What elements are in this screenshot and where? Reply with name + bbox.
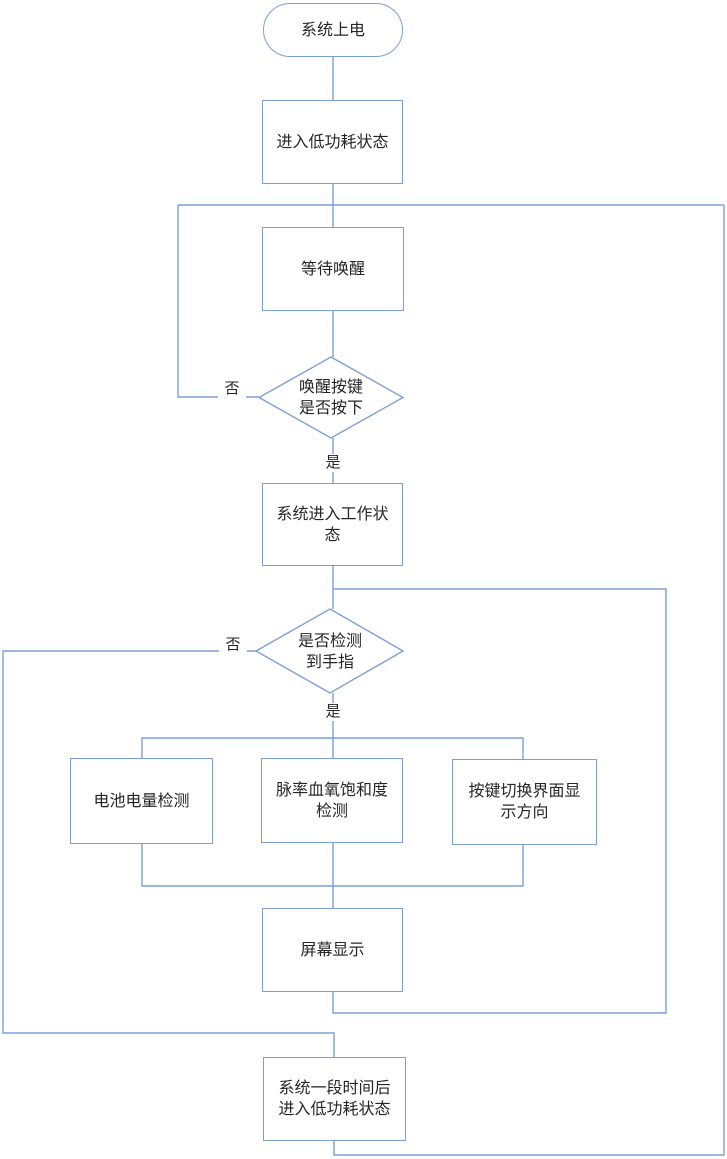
node-system-working-label: 系统进入工作状 态 <box>276 505 389 544</box>
node-battery-check-label: 电池电量检测 <box>93 792 190 810</box>
node-screen-display-label: 屏幕显示 <box>300 941 365 959</box>
node-pulse-spo2-check: 脉率血氧饱和度 检测 <box>261 758 403 843</box>
decision-wakeup-key-shape <box>257 356 405 439</box>
node-low-power-after-time-label: 系统一段时间后 进入低功耗状态 <box>278 1080 391 1118</box>
node-enter-low-power: 进入低功耗状态 <box>262 100 403 184</box>
node-start: 系统上电 <box>263 3 403 57</box>
connector-wakeup-no-loop <box>177 205 259 398</box>
branch-label-wakeup-no: 否 <box>218 380 246 398</box>
node-enter-low-power-label: 进入低功耗状态 <box>276 133 389 151</box>
node-key-switch-display: 按键切换界面显 示方向 <box>452 759 597 845</box>
branch-label-wakeup-yes: 是 <box>319 454 347 472</box>
node-low-power-after-time: 系统一段时间后 进入低功耗状态 <box>263 1057 406 1141</box>
node-start-label: 系统上电 <box>300 21 365 39</box>
node-wait-wakeup: 等待唤醒 <box>262 227 404 311</box>
node-wait-wakeup-label: 等待唤醒 <box>300 260 365 278</box>
branch-label-finger-no: 否 <box>219 636 247 654</box>
decision-finger-detect: 是否检测 到手指 <box>265 630 395 674</box>
connector-bottom-return-loop <box>333 205 725 1156</box>
node-system-working: 系统进入工作状 态 <box>262 483 403 566</box>
connector-repeat-loop <box>332 588 667 1014</box>
decision-wakeup-key: 唤醒按键 是否按下 <box>266 376 396 420</box>
connector-branch-distribution <box>141 737 524 759</box>
decision-wakeup-key-label: 唤醒按键 是否按下 <box>298 379 363 417</box>
connector-finger-no-path <box>2 650 335 1057</box>
node-battery-check: 电池电量检测 <box>70 758 213 844</box>
decision-finger-detect-shape <box>254 608 405 694</box>
node-key-switch-display-label: 按键切换界面显 示方向 <box>468 783 581 821</box>
node-screen-display: 屏幕显示 <box>262 908 403 992</box>
branch-label-finger-yes: 是 <box>319 703 347 721</box>
connector-branch-collector <box>141 844 524 887</box>
node-pulse-spo2-check-label: 脉率血氧饱和度 检测 <box>275 781 388 820</box>
decision-finger-detect-label: 是否检测 到手指 <box>297 633 362 671</box>
